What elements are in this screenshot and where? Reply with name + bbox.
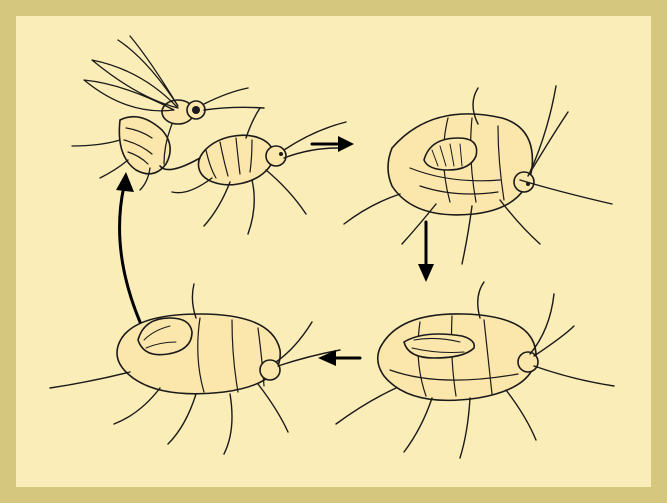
stage-pupa-inside-mummy — [336, 282, 614, 458]
diagram-canvas — [16, 16, 651, 487]
aphid-host-icon — [172, 108, 346, 234]
stage-wasp-ovipositing — [72, 36, 346, 234]
stage-adult-emerging — [50, 284, 340, 454]
arrow-stage2-to-stage3 — [418, 222, 434, 282]
pupa-icon — [404, 334, 474, 358]
stage-larva-inside-aphid — [344, 86, 612, 264]
arrow-stage4-to-stage1 — [116, 172, 140, 322]
arrow-stage3-to-stage4 — [318, 350, 360, 366]
